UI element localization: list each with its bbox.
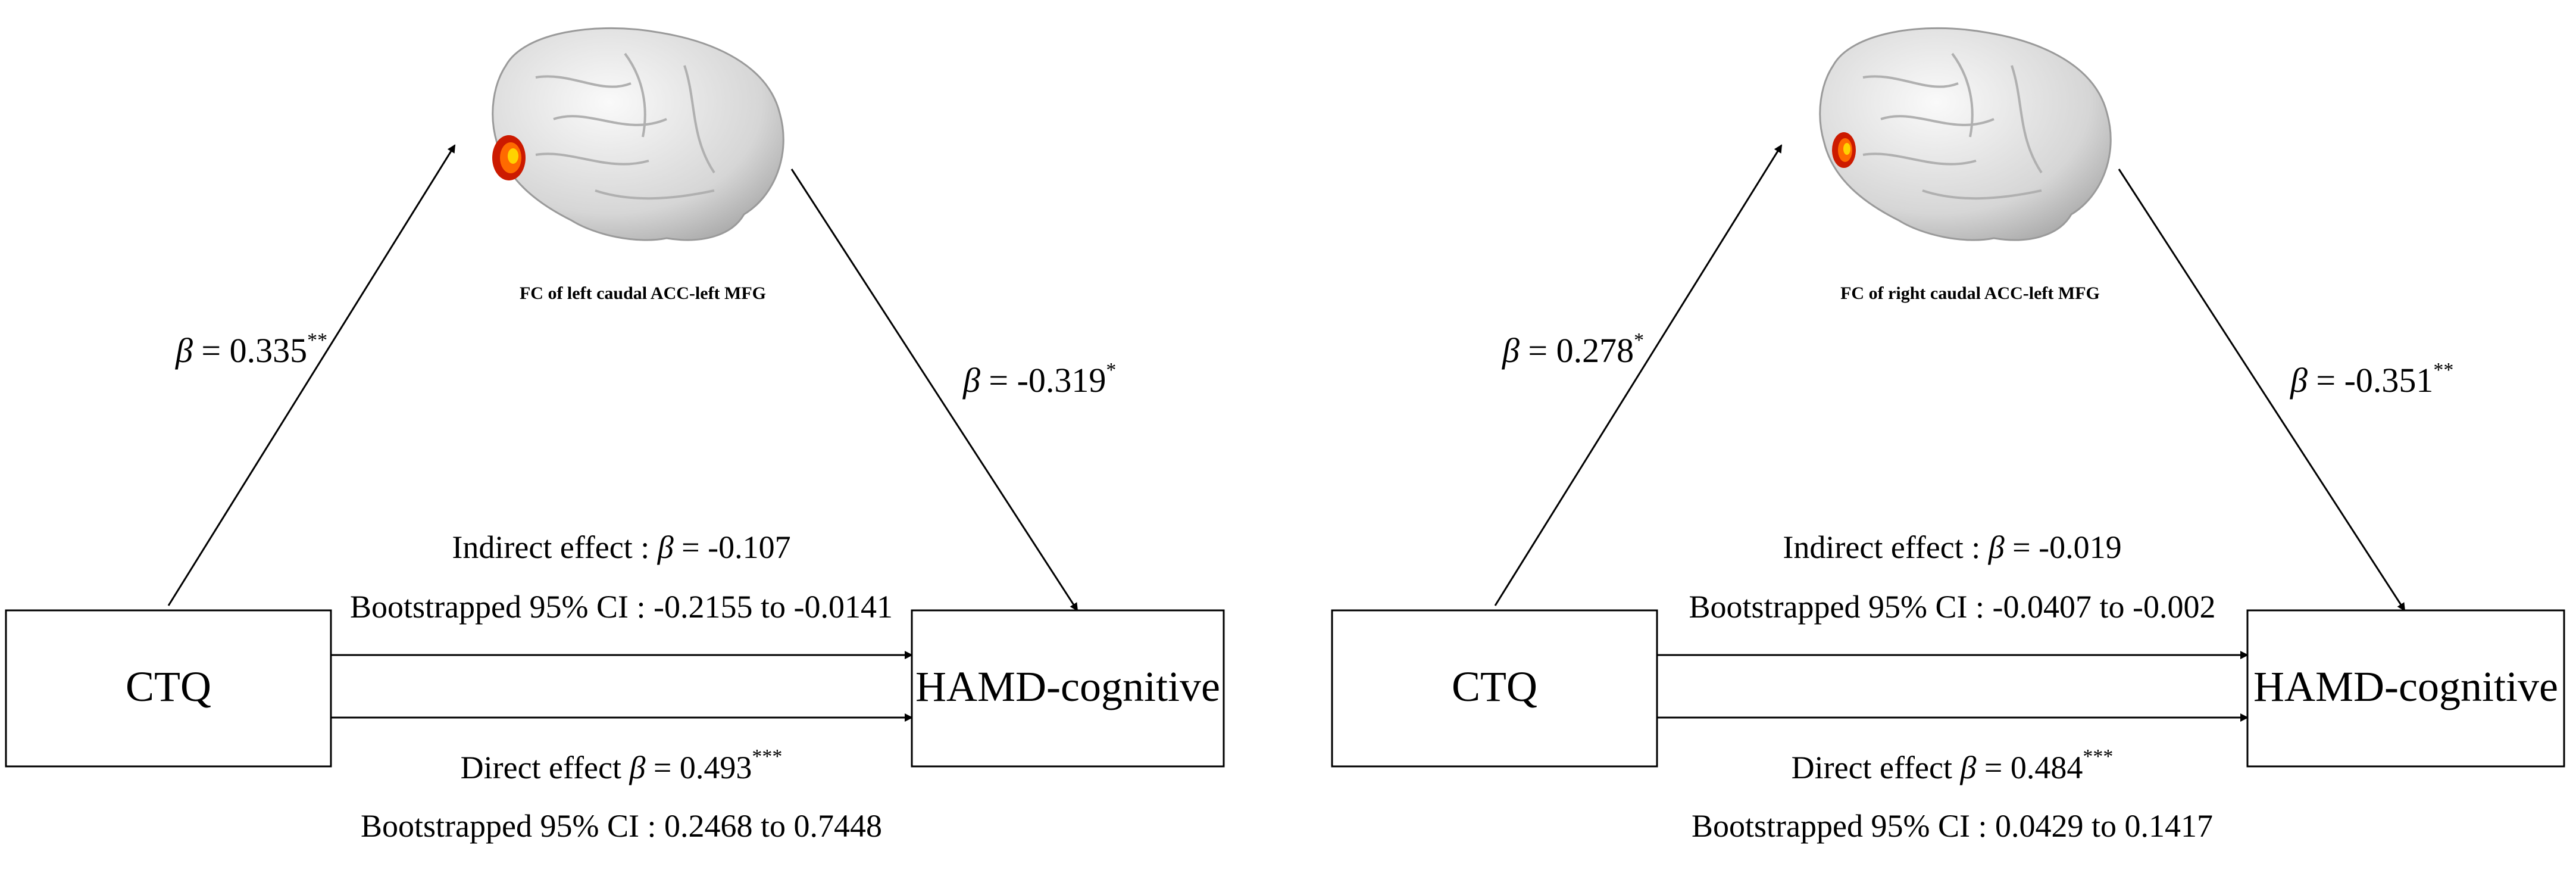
diagram-graphics	[5, 27, 1225, 768]
a-path-coefficient: β = 0.278*	[1502, 330, 1644, 370]
ctq-label: CTQ	[1452, 663, 1537, 710]
hamd-cognitive-box	[2246, 609, 2565, 768]
b-path-coefficient: β = -0.319*	[963, 360, 1116, 400]
ctq-label: CTQ	[126, 663, 211, 710]
b-path-significance: *	[1106, 359, 1117, 381]
indirect-effect-prefix: Indirect effect :	[452, 529, 658, 565]
b-path-arrow	[790, 169, 1078, 612]
direct-effect-label: Direct effect β = 0.493***	[331, 746, 912, 786]
indirect-effect-label: Indirect effect : β = -0.107	[331, 529, 912, 566]
mediation-panel-right: FC of right caudal ACC-left MFG β = 0.27…	[1326, 0, 2576, 870]
b-path-arrow	[2118, 169, 2406, 612]
beta-symbol: β	[1502, 331, 1520, 370]
beta-symbol: β	[963, 361, 980, 400]
direct-effect-ci: Bootstrapped 95% CI : 0.2468 to 0.7448	[361, 808, 882, 844]
indirect-effect-label: Indirect effect : β = -0.019	[1657, 529, 2247, 566]
a-path-coefficient: β = 0.335**	[176, 330, 327, 370]
direct-effect-ci: Bootstrapped 95% CI : 0.0429 to 0.1417	[1692, 808, 2213, 844]
indirect-effect-ci: Bootstrapped 95% CI : -0.0407 to -0.002	[1689, 589, 2216, 625]
brain-image	[1819, 27, 2112, 241]
direct-effect-value: = 0.493	[645, 750, 752, 785]
beta-symbol: β	[176, 331, 193, 370]
direct-effect-significance: ***	[2083, 746, 2114, 768]
indirect-effect-value: = -0.019	[2004, 529, 2122, 565]
mediator-label: FC of right caudal ACC-left MFG	[1840, 283, 2100, 303]
hamd-cognitive-label: HAMD-cognitive	[2253, 663, 2558, 710]
direct-effect-prefix: Direct effect	[460, 750, 630, 785]
diagram-graphics	[1331, 27, 2565, 768]
a-path-arrow	[1494, 144, 1783, 606]
beta-symbol: β	[657, 529, 674, 565]
b-path-value: = -0.351	[2307, 361, 2434, 400]
ctq-box	[5, 609, 332, 768]
a-path-value: = 0.335	[192, 331, 308, 370]
beta-symbol: β	[629, 750, 646, 785]
brain-image	[492, 27, 784, 241]
ctq-box	[1331, 609, 1658, 768]
indirect-effect-prefix: Indirect effect :	[1783, 529, 1989, 565]
a-path-significance: *	[1634, 329, 1645, 351]
direct-effect-prefix: Direct effect	[1791, 750, 1961, 785]
b-path-value: = -0.319	[980, 361, 1106, 400]
direct-effect-label: Direct effect β = 0.484***	[1657, 746, 2247, 786]
mediator-label: FC of left caudal ACC-left MFG	[519, 283, 767, 303]
a-path-value: = 0.278	[1519, 331, 1634, 370]
indirect-effect-ci: Bootstrapped 95% CI : -0.2155 to -0.0141	[350, 589, 893, 625]
beta-symbol: β	[2290, 361, 2308, 400]
b-path-coefficient: β = -0.351**	[2290, 360, 2453, 400]
hamd-cognitive-box	[911, 609, 1225, 768]
a-path-arrow	[167, 144, 456, 606]
direct-effect-value: = 0.484	[1976, 750, 2083, 785]
mediation-panel-left: FC of left caudal ACC-left MFG β = 0.335…	[5, 27, 1225, 844]
indirect-effect-value: = -0.107	[673, 529, 791, 565]
direct-effect-significance: ***	[752, 746, 783, 768]
beta-symbol: β	[1960, 750, 1977, 785]
beta-symbol: β	[1988, 529, 2005, 565]
hamd-cognitive-label: HAMD-cognitive	[915, 663, 1220, 710]
b-path-significance: **	[2433, 359, 2454, 381]
a-path-significance: **	[307, 329, 328, 351]
